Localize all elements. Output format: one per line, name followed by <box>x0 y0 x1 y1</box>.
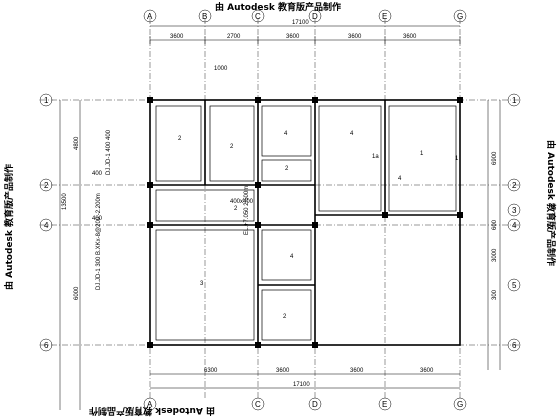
slab-outlines <box>155 105 457 341</box>
dim-left-seg-3: 400 <box>92 216 103 222</box>
dim-bottom-total: 17100 <box>293 382 310 388</box>
axis-bottom-C: C <box>255 400 261 409</box>
dim-bottom-seg-1: 6300 <box>204 368 218 374</box>
axis-bottom-G: G <box>457 400 463 409</box>
axis-top-B: B <box>202 12 207 21</box>
dimension-top: 17100 3600 2700 3600 3600 3600 1000 <box>149 20 461 72</box>
dim-bottom-seg-3: 3600 <box>350 368 364 374</box>
slab-label: 4 <box>284 131 288 137</box>
grid-lines <box>40 18 520 400</box>
axis-bubbles-top: A B C D E G <box>143 9 467 23</box>
watermark-top: 由 Autodesk 教育版产品制作 <box>215 1 341 13</box>
annotation-beam-2: DJ.JD-1 300 B.XKx-8@200 -2.200m <box>96 193 102 290</box>
annotation-mid-2: 400x400 <box>230 199 254 205</box>
dim-bottom-seg-4: 3600 <box>420 368 434 374</box>
axis-bottom-A: A <box>147 400 153 409</box>
dim-left-seg-4: 6000 <box>74 286 80 300</box>
slab-labels: 2 2 4 1a 4 4 1 1 2 3 4 2 2 <box>178 131 459 320</box>
structural-walls <box>149 99 461 346</box>
slab-label: 4 <box>398 176 402 182</box>
slab-label: 1a <box>372 154 379 160</box>
axis-right-5: 5 <box>512 281 517 290</box>
annotations: DJ.JD-1 400 400 DJ.JD-1 300 B.XKx-8@200 … <box>96 129 254 290</box>
axis-bottom-E: E <box>382 400 387 409</box>
dim-top-seg-3: 3600 <box>286 34 300 40</box>
slab-label: 2 <box>285 166 289 172</box>
axis-top-E: E <box>382 12 387 21</box>
dim-right-seg-2: 600 <box>492 219 498 230</box>
dim-top-seg-4: 3600 <box>348 34 362 40</box>
axis-top-A: A <box>147 12 153 21</box>
dim-right-seg-4: 300 <box>492 289 498 300</box>
slab-label: 1 <box>455 156 459 162</box>
dim-top-seg-5: 3600 <box>403 34 417 40</box>
watermark-right: 由 Autodesk 教育版产品制作 <box>545 140 557 266</box>
axis-left-1: 1 <box>44 96 49 105</box>
axis-bubbles-left: 1 2 4 6 <box>39 93 53 352</box>
slab-label: 3 <box>200 281 204 287</box>
annotation-beam-1: DJ.JD-1 400 400 <box>106 129 112 175</box>
dimension-right: 6900 600 3000 300 <box>487 100 501 370</box>
slab-label: 1 <box>420 151 424 157</box>
axis-bubbles-bottom: A C D E G <box>143 397 467 411</box>
dim-left-total: 13500 <box>62 193 68 210</box>
slab-label: 4 <box>350 131 354 137</box>
axis-right-3: 3 <box>512 206 517 215</box>
dimension-bottom: 6300 3600 3600 3600 17100 <box>150 368 460 389</box>
axis-bubbles-right: 1 2 3 4 5 6 <box>507 93 521 352</box>
columns <box>147 97 463 348</box>
axis-left-6: 6 <box>44 341 49 350</box>
axis-left-4: 4 <box>44 221 49 230</box>
dim-right-seg-3: 3000 <box>492 248 498 262</box>
axis-right-6: 6 <box>512 341 517 350</box>
dim-top-seg-1: 3600 <box>170 34 184 40</box>
axis-left-2: 2 <box>44 181 49 190</box>
dim-left-seg-1: 4800 <box>74 136 80 150</box>
slab-label: 2 <box>283 314 287 320</box>
dim-top-total: 17100 <box>292 20 309 26</box>
annotation-mid-1: EL.+7.050 2.500m <box>244 186 250 235</box>
slab-label: 2 <box>230 144 234 150</box>
axis-bottom-D: D <box>312 400 318 409</box>
axis-right-4: 4 <box>512 221 517 230</box>
dim-left-seg-2: 400 <box>92 171 103 177</box>
axis-top-G: G <box>457 12 463 21</box>
axis-top-C: C <box>255 12 261 21</box>
axis-right-2: 2 <box>512 181 517 190</box>
dim-bottom-seg-2: 3600 <box>276 368 290 374</box>
axis-right-1: 1 <box>512 96 517 105</box>
slab-label: 2 <box>234 206 238 212</box>
watermark-left: 由 Autodesk 教育版产品制作 <box>3 164 15 290</box>
slab-label: 2 <box>178 136 182 142</box>
dimension-left: 13500 4800 400 400 6000 <box>59 100 103 410</box>
watermark-bottom: 由 Autodesk 教育版产品制作 <box>89 405 215 417</box>
dim-top-sub: 1000 <box>214 66 228 72</box>
slab-label: 4 <box>290 254 294 260</box>
dim-top-seg-2: 2700 <box>227 34 241 40</box>
axis-top-D: D <box>312 12 318 21</box>
dim-right-seg-1: 6900 <box>492 151 498 165</box>
